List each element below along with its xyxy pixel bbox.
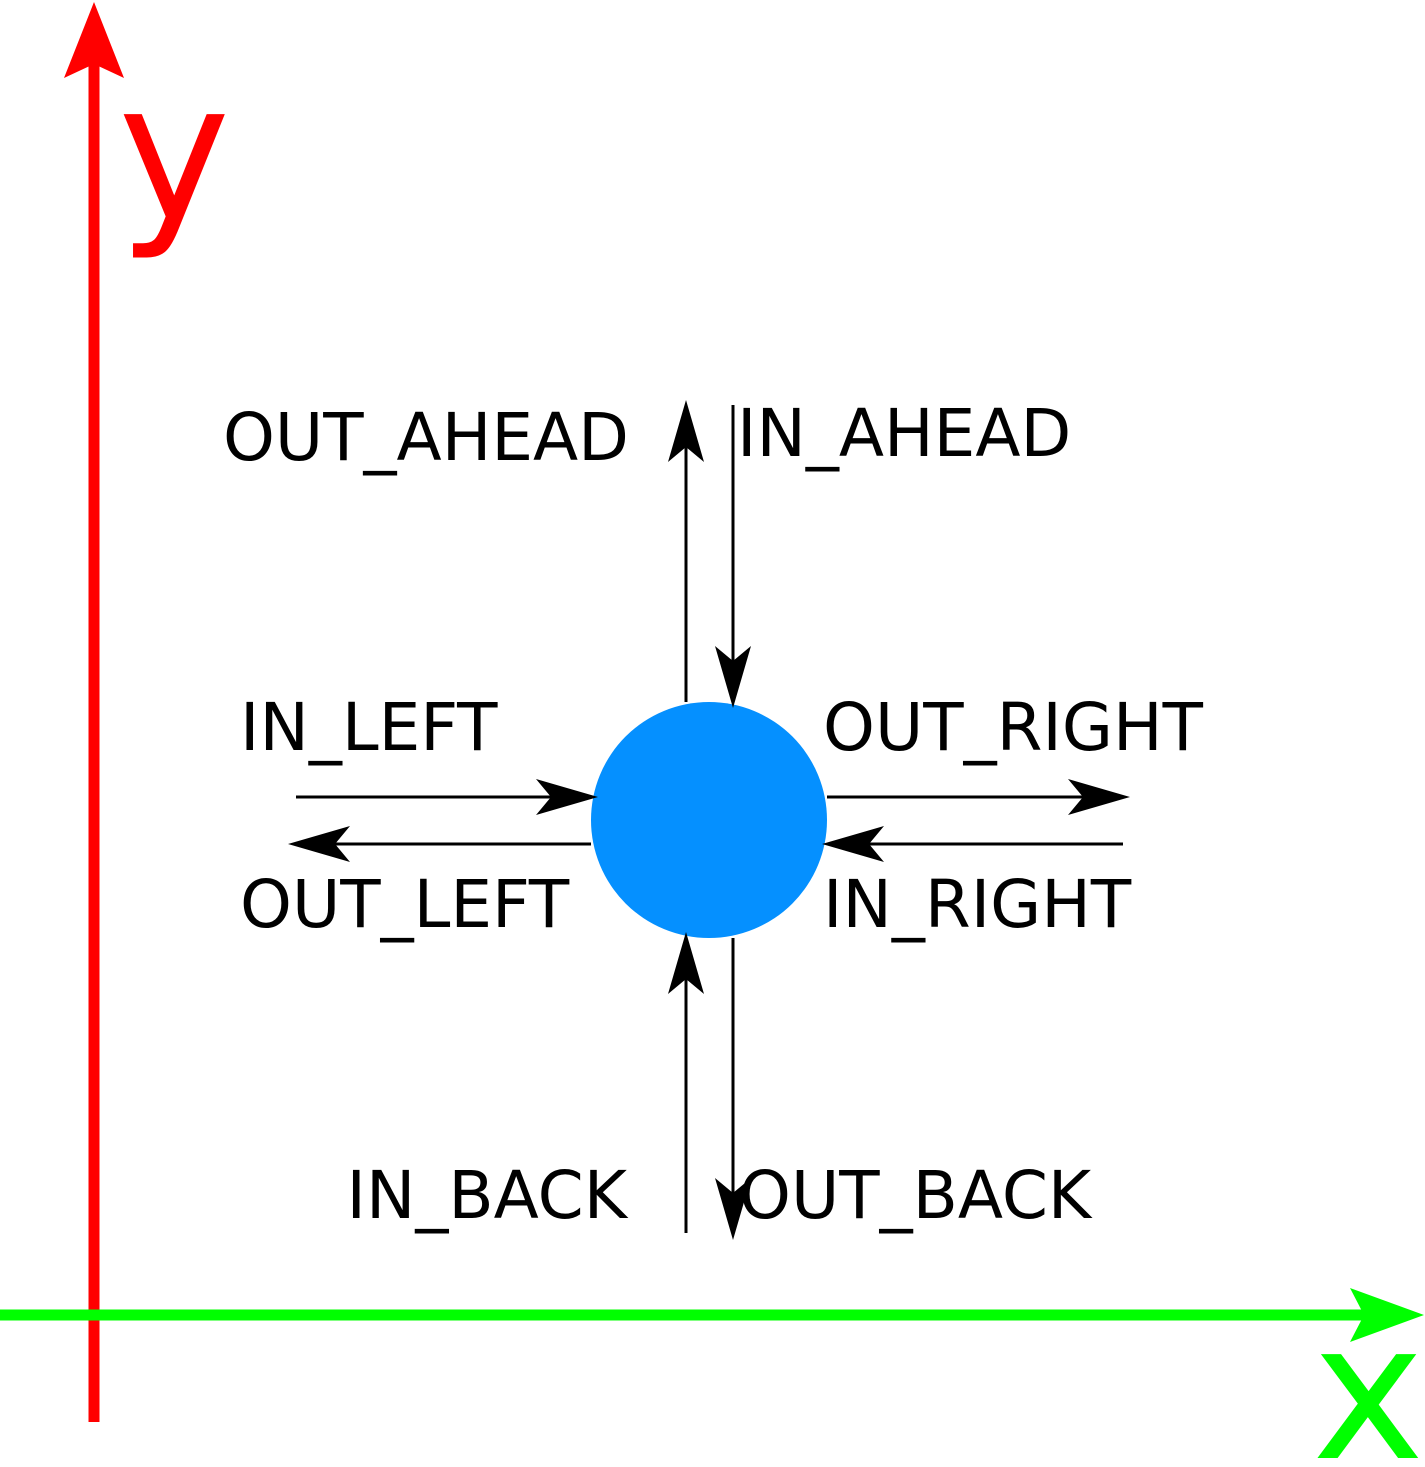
node-circle [591, 702, 827, 938]
label-out-ahead: OUT_AHEAD [223, 399, 629, 476]
label-in-back: IN_BACK [347, 1157, 629, 1234]
out-ahead-arrow [668, 400, 704, 702]
y-axis [64, 2, 124, 1422]
in-back-arrow [668, 932, 704, 1233]
x-axis-arrowhead [1350, 1288, 1424, 1342]
label-out-right: OUT_RIGHT [823, 689, 1204, 766]
in-right-arrow [822, 826, 1123, 862]
x-axis-label: x [1312, 1282, 1424, 1467]
label-in-ahead: IN_AHEAD [737, 395, 1071, 472]
y-axis-label: y [118, 42, 230, 263]
in-ahead-arrow [715, 405, 751, 708]
y-axis-arrowhead [64, 2, 124, 78]
out-back-arrow [715, 938, 751, 1240]
x-axis [0, 1288, 1424, 1342]
label-out-left: OUT_LEFT [240, 866, 570, 943]
label-in-left: IN_LEFT [240, 689, 498, 766]
label-out-back: OUT_BACK [739, 1157, 1093, 1234]
label-in-right: IN_RIGHT [823, 866, 1132, 943]
out-left-arrow [288, 826, 591, 862]
in-left-arrow [296, 779, 598, 815]
out-right-arrow [827, 779, 1130, 815]
